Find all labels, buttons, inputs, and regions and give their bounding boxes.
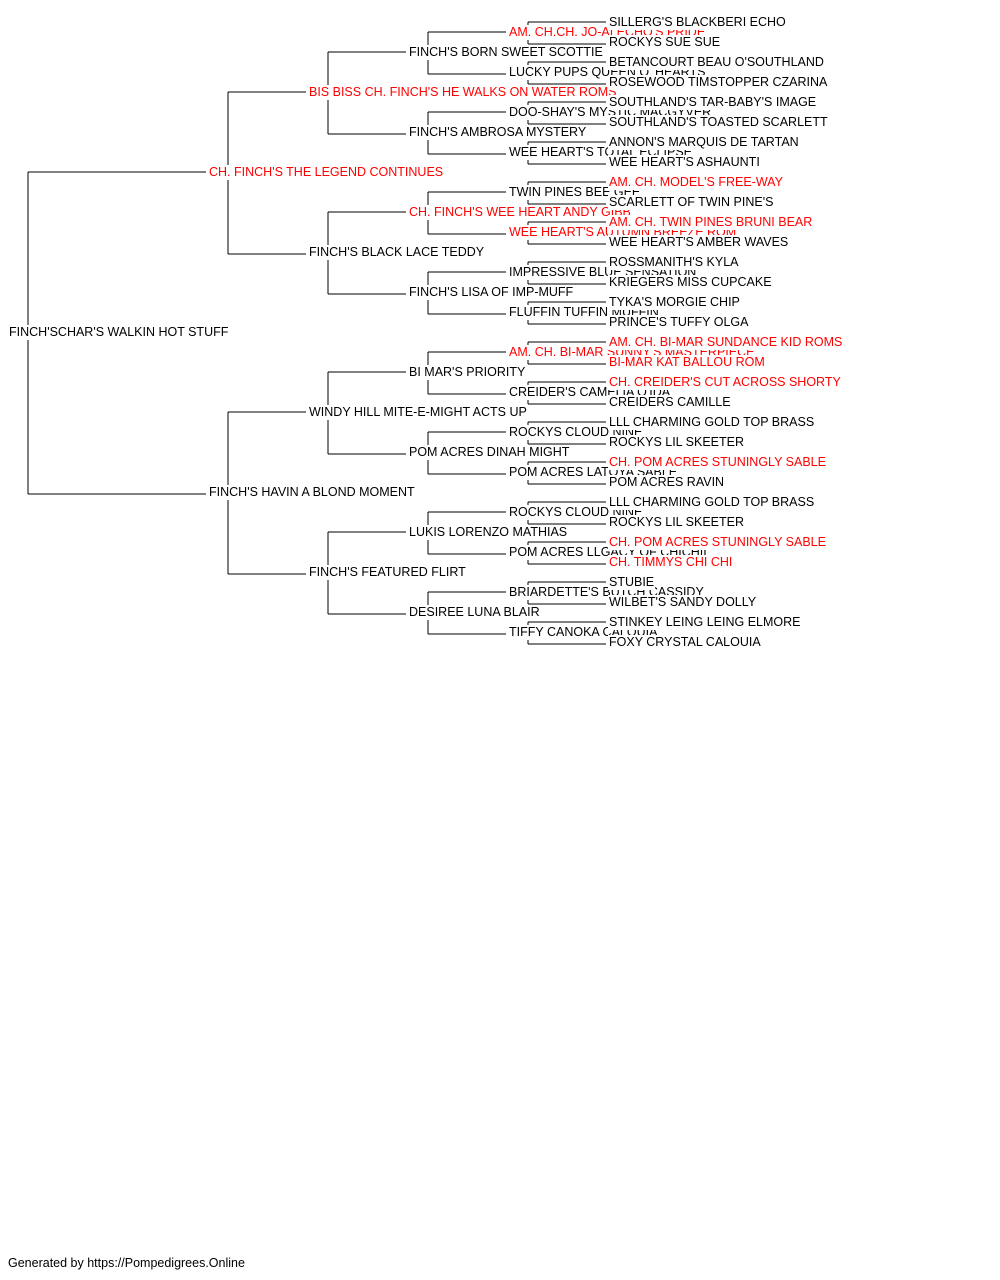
gen5-ancestor-name[interactable]: SOUTHLAND'S TAR-BABY'S IMAGE bbox=[608, 95, 818, 110]
grandparent-name[interactable]: FINCH'S BLACK LACE TEDDY bbox=[308, 245, 486, 260]
gen5-ancestor-name[interactable]: ROSEWOOD TIMSTOPPER CZARINA bbox=[608, 75, 829, 90]
gen5-ancestor-name[interactable]: LLL CHARMING GOLD TOP BRASS bbox=[608, 495, 816, 510]
great-grandparent-name[interactable]: LUKIS LORENZO MATHIAS bbox=[408, 525, 569, 540]
gen5-ancestor-name[interactable]: CREIDERS CAMILLE bbox=[608, 395, 732, 410]
great-grandparent-name[interactable]: POM ACRES DINAH MIGHT bbox=[408, 445, 571, 460]
gen5-ancestor-name[interactable]: STINKEY LEING LEING ELMORE bbox=[608, 615, 802, 630]
gen5-ancestor-name[interactable]: ROCKYS LIL SKEETER bbox=[608, 515, 745, 530]
gen5-ancestor-name[interactable]: PRINCE'S TUFFY OLGA bbox=[608, 315, 750, 330]
gen5-ancestor-name[interactable]: ROCKYS SUE SUE bbox=[608, 35, 722, 50]
footer-credit: Generated by https://Pompedigrees.Online bbox=[8, 1256, 245, 1270]
great-grandparent-name[interactable]: FINCH'S BORN SWEET SCOTTIE bbox=[408, 45, 604, 60]
gen5-ancestor-name[interactable]: STUBIE bbox=[608, 575, 656, 590]
gen5-ancestor-name[interactable]: CH. TIMMYS CHI CHI bbox=[608, 555, 734, 570]
parent-name[interactable]: FINCH'S HAVIN A BLOND MOMENT bbox=[208, 485, 416, 500]
gen5-ancestor-name[interactable]: AM. CH. BI-MAR SUNDANCE KID ROMS bbox=[608, 335, 844, 350]
gen5-ancestor-name[interactable]: BI-MAR KAT BALLOU ROM bbox=[608, 355, 766, 370]
gen5-ancestor-name[interactable]: AM. CH. TWIN PINES BRUNI BEAR bbox=[608, 215, 814, 230]
gen5-ancestor-name[interactable]: WEE HEART'S AMBER WAVES bbox=[608, 235, 790, 250]
gen5-ancestor-name[interactable]: WILBET'S SANDY DOLLY bbox=[608, 595, 758, 610]
great-grandparent-name[interactable]: FINCH'S AMBROSA MYSTERY bbox=[408, 125, 588, 140]
gen5-ancestor-name[interactable]: CH. CREIDER'S CUT ACROSS SHORTY bbox=[608, 375, 842, 390]
great-grandparent-name[interactable]: FINCH'S LISA OF IMP-MUFF bbox=[408, 285, 575, 300]
gen5-ancestor-name[interactable]: CH. POM ACRES STUNINGLY SABLE bbox=[608, 535, 827, 550]
gen5-ancestor-name[interactable]: SCARLETT OF TWIN PINE'S bbox=[608, 195, 775, 210]
gen5-ancestor-name[interactable]: CH. POM ACRES STUNINGLY SABLE bbox=[608, 455, 827, 470]
grandparent-name[interactable]: BIS BISS CH. FINCH'S HE WALKS ON WATER R… bbox=[308, 85, 618, 100]
gen5-ancestor-name[interactable]: FOXY CRYSTAL CALOUIA bbox=[608, 635, 762, 650]
gen4-ancestor-name[interactable]: TWIN PINES BEE GEE bbox=[508, 185, 642, 200]
grandparent-name[interactable]: WINDY HILL MITE-E-MIGHT ACTS UP bbox=[308, 405, 528, 420]
grandparent-name[interactable]: FINCH'S FEATURED FLIRT bbox=[308, 565, 467, 580]
gen5-ancestor-name[interactable]: SILLERG'S BLACKBERI ECHO bbox=[608, 15, 787, 30]
great-grandparent-name[interactable]: BI MAR'S PRIORITY bbox=[408, 365, 527, 380]
subject-name[interactable]: FINCH'SCHAR'S WALKIN HOT STUFF bbox=[8, 325, 230, 340]
parent-name[interactable]: CH. FINCH'S THE LEGEND CONTINUES bbox=[208, 165, 445, 180]
gen5-ancestor-name[interactable]: LLL CHARMING GOLD TOP BRASS bbox=[608, 415, 816, 430]
gen5-ancestor-name[interactable]: ROCKYS LIL SKEETER bbox=[608, 435, 745, 450]
gen5-ancestor-name[interactable]: SOUTHLAND'S TOASTED SCARLETT bbox=[608, 115, 829, 130]
gen5-ancestor-name[interactable]: POM ACRES RAVIN bbox=[608, 475, 726, 490]
gen5-ancestor-name[interactable]: AM. CH. MODEL'S FREE-WAY bbox=[608, 175, 784, 190]
gen5-ancestor-name[interactable]: WEE HEART'S ASHAUNTI bbox=[608, 155, 761, 170]
gen5-ancestor-name[interactable]: TYKA'S MORGIE CHIP bbox=[608, 295, 741, 310]
gen5-ancestor-name[interactable]: ANNON'S MARQUIS DE TARTAN bbox=[608, 135, 800, 150]
great-grandparent-name[interactable]: DESIREE LUNA BLAIR bbox=[408, 605, 541, 620]
gen5-ancestor-name[interactable]: KRIEGERS MISS CUPCAKE bbox=[608, 275, 773, 290]
gen5-ancestor-name[interactable]: BETANCOURT BEAU O'SOUTHLAND bbox=[608, 55, 825, 70]
gen5-ancestor-name[interactable]: ROSSMANITH'S KYLA bbox=[608, 255, 740, 270]
great-grandparent-name[interactable]: CH. FINCH'S WEE HEART ANDY GIBB bbox=[408, 205, 632, 220]
